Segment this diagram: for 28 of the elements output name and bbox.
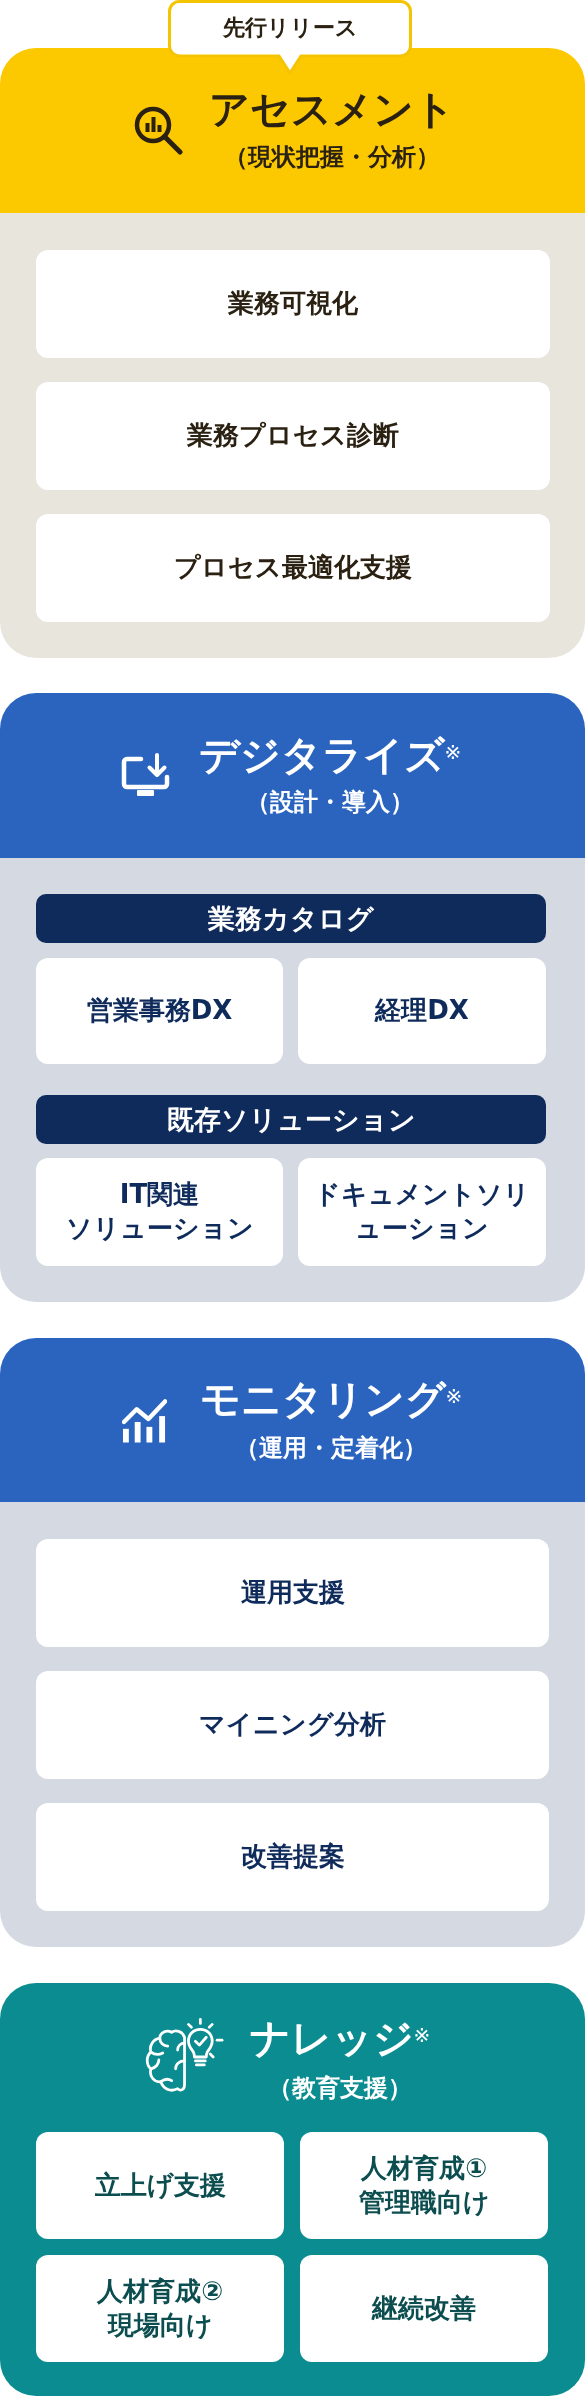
card-subtitle: （運用・定着化） (235, 1433, 427, 1464)
service-card: 継続改善 (300, 2255, 548, 2362)
card-title: デジタライズ$^{※}$ (198, 731, 462, 779)
service-card: 営業事務DX (36, 958, 283, 1064)
card-title: モニタリング$^{※}$ (199, 1375, 463, 1423)
service-card: 立上げ支援 (36, 2132, 284, 2239)
card-title: ナレッジ$^{※}$ (249, 2014, 431, 2062)
card-subtitle: （現状把握・分析） (224, 142, 440, 173)
service-card: 業務可視化 (36, 250, 550, 358)
phase-panel (0, 1983, 585, 2396)
card-subtitle: （教育支援） (268, 2073, 412, 2104)
phase-panel (0, 693, 585, 1302)
card-subtitle: （設計・導入） (246, 787, 414, 818)
service-card: 運用支援 (36, 1539, 549, 1647)
card-title: アセスメント (209, 85, 455, 133)
service-card: プロセス最適化支援 (36, 514, 550, 622)
category-header-bar: 既存ソリューション (36, 1095, 546, 1144)
service-card: 改善提案 (36, 1803, 549, 1911)
service-card: 業務プロセス診断 (36, 382, 550, 490)
service-card: 人材育成①管理職向け (300, 2132, 548, 2239)
service-card: マイニング分析 (36, 1671, 549, 1779)
phase-panel (0, 48, 585, 658)
service-card: 人材育成②現場向け (36, 2255, 284, 2362)
category-header-bar: 業務カタログ (36, 894, 546, 943)
phase-panel (0, 1338, 585, 1947)
service-card: IT関連ソリューション (36, 1158, 283, 1266)
service-card: 経理DX (298, 958, 546, 1064)
service-card: ドキュメントソリューション (298, 1158, 546, 1266)
